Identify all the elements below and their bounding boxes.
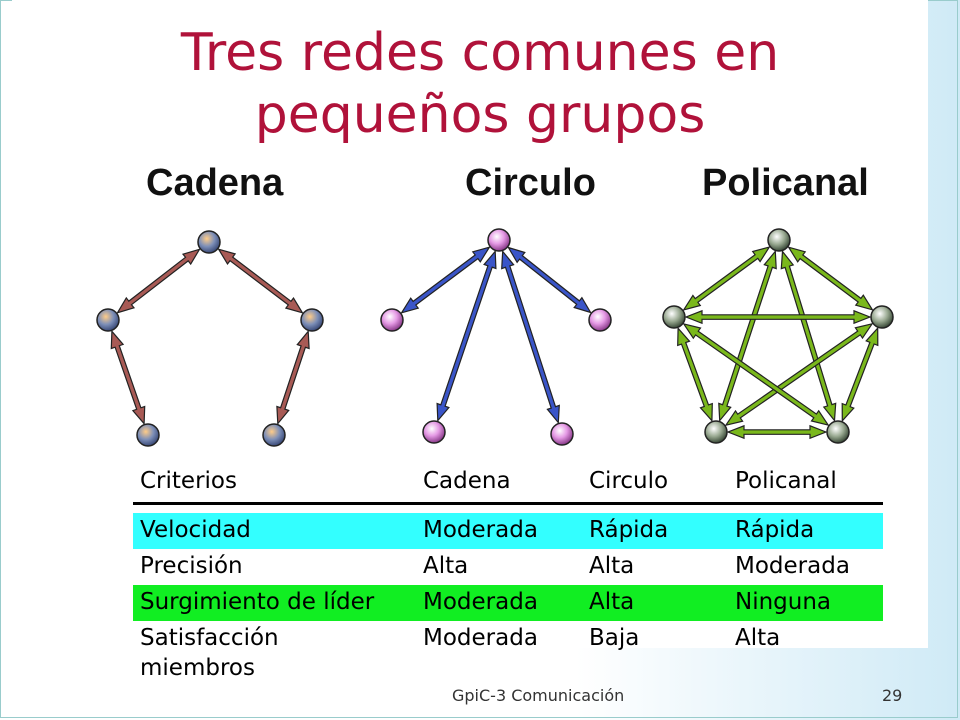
table-cell: Rápida: [589, 517, 669, 543]
criteria-table: Criterios Cadena Circulo Policanal Veloc…: [133, 464, 883, 689]
policanal-network: [662, 228, 894, 444]
table-cell: Satisfacción: [140, 625, 279, 651]
label-cadena: Cadena: [146, 162, 284, 204]
table-cell: Moderada: [423, 625, 538, 651]
connection-arrow: [507, 246, 592, 314]
network-node: [704, 420, 728, 444]
table-header-cell: Criterios: [140, 468, 237, 494]
table-cell: Alta: [589, 589, 635, 615]
table-cell: Ninguna: [735, 589, 832, 615]
table-cell: Moderada: [423, 517, 538, 543]
connection-arrow: [726, 424, 828, 440]
connection-arrow: [682, 246, 771, 311]
network-node: [96, 308, 120, 332]
connection-arrow: [436, 249, 497, 423]
network-node: [588, 308, 612, 332]
table-cell: Rápida: [735, 517, 815, 543]
table-cell: Precisión: [140, 553, 243, 579]
connection-arrow: [217, 248, 304, 314]
connection-arrow: [400, 246, 491, 314]
connection-arrow: [110, 329, 146, 426]
title-line-2: pequeños grupos: [254, 85, 706, 145]
connection-arrow: [841, 326, 879, 423]
page-number: 29: [882, 686, 903, 705]
network-node: [870, 305, 894, 329]
slide-title: Tres redes comunes en pequeños grupos: [0, 22, 960, 146]
network-node: [197, 230, 221, 254]
connection-arrow: [276, 329, 310, 426]
connection-arrow: [718, 249, 777, 423]
table-cell: Alta: [423, 553, 469, 579]
connection-arrow: [677, 326, 713, 423]
table-row: Surgimiento de líder Moderada Alta Ningu…: [133, 585, 883, 621]
table-cell: Velocidad: [140, 517, 251, 543]
network-node: [380, 308, 404, 332]
cadena-network: [96, 230, 324, 447]
table-cell: Moderada: [735, 553, 850, 579]
table-row: Precisión Alta Alta Moderada: [133, 549, 883, 585]
table-cell: miembros: [140, 655, 255, 681]
connection-arrow: [780, 249, 837, 423]
network-node: [487, 228, 511, 252]
connection-arrow: [682, 322, 830, 427]
label-policanal: Policanal: [702, 162, 869, 204]
table-cell: Surgimiento de líder: [140, 589, 375, 615]
network-node: [826, 420, 850, 444]
table-cell: Moderada: [423, 589, 538, 615]
table-row: Satisfacción Moderada Baja Alta: [133, 621, 883, 655]
network-diagrams: [96, 228, 894, 447]
title-line-1: Tres redes comunes en: [180, 23, 780, 83]
table-header-cell: Circulo: [589, 468, 669, 494]
table-header-cell: Policanal: [735, 468, 837, 494]
table-cell: Alta: [735, 625, 781, 651]
connection-arrow: [724, 322, 874, 427]
network-node: [262, 423, 286, 447]
network-node: [767, 228, 791, 252]
connection-arrow: [684, 309, 872, 325]
table-row: Velocidad Moderada Rápida Rápida: [133, 513, 883, 549]
network-node: [550, 422, 574, 446]
network-node: [662, 305, 686, 329]
network-node: [136, 423, 160, 447]
label-circulo: Circulo: [465, 162, 596, 204]
network-node: [300, 308, 324, 332]
connection-arrow: [501, 249, 560, 425]
table-header-row: Criterios Cadena Circulo Policanal: [133, 464, 883, 505]
circulo-network: [380, 228, 612, 446]
network-node: [422, 420, 446, 444]
connection-arrow: [787, 246, 874, 311]
table-header-cell: Cadena: [423, 468, 511, 494]
table-cell: Alta: [589, 553, 635, 579]
table-row-continuation: miembros: [133, 655, 883, 689]
footer-text: GpiC-3 Comunicación: [452, 686, 625, 705]
table-cell: Baja: [589, 625, 640, 651]
connection-arrow: [116, 248, 201, 314]
